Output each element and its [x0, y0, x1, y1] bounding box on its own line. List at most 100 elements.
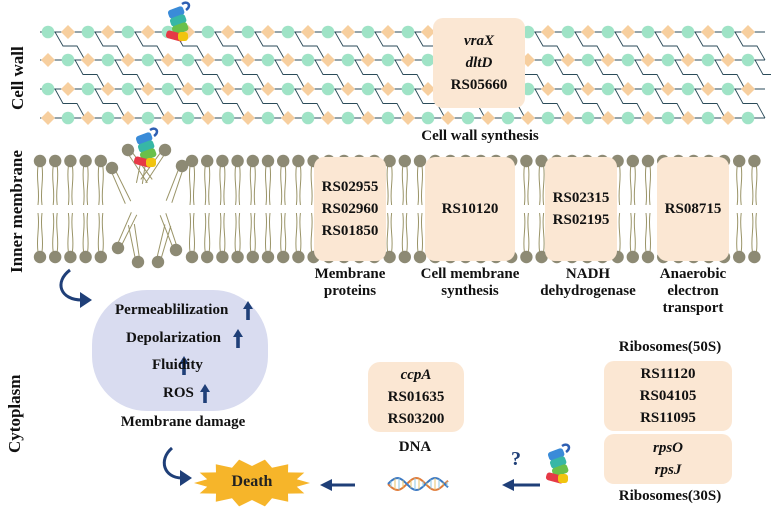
lipid-head — [626, 250, 639, 264]
wall-diamond — [201, 111, 215, 125]
wall-diamond — [441, 111, 455, 125]
lipid-head — [733, 250, 746, 264]
wall-crosslink — [374, 88, 406, 119]
ribosome-50s-title: Ribosomes(50S) — [618, 339, 722, 355]
wall-circle — [381, 53, 395, 67]
lipid-tail — [159, 225, 172, 263]
lipid-tail — [115, 212, 132, 248]
wall-diamond — [561, 111, 575, 125]
lipid-tail — [280, 212, 283, 253]
wall-crosslink — [234, 59, 266, 90]
lipid-tail — [155, 224, 166, 262]
wall-diamond — [201, 53, 215, 67]
wall-crosslink — [334, 88, 366, 119]
peptide-icon-cytoplasm — [545, 443, 571, 484]
gene-rpsj: rpsJ — [654, 462, 682, 478]
caption-anaerobic-electron-transport: Anaerobic electron transport — [659, 266, 727, 316]
lipid-tail — [420, 212, 424, 253]
lipid-tail — [644, 165, 648, 206]
wall-diamond — [381, 82, 395, 96]
peptide-segment — [551, 464, 569, 477]
lipid-tail — [208, 165, 211, 206]
wall-crosslink — [334, 31, 366, 61]
wall-circle — [321, 25, 335, 39]
peptide-segment — [178, 32, 188, 41]
gene-rs02195: RS02195 — [552, 212, 610, 228]
lipid-tail — [52, 212, 55, 253]
wall-circle — [181, 111, 195, 125]
wall-circle — [341, 53, 355, 67]
lipid-tail — [310, 212, 313, 253]
cell-wall-caption: Cell wall synthesis — [421, 128, 539, 144]
wall-diamond — [541, 82, 555, 96]
wall-circle — [61, 53, 75, 67]
wall-diamond — [141, 25, 155, 39]
wall-diamond — [361, 111, 375, 125]
wall-circle — [601, 25, 615, 39]
lipid-head — [131, 255, 145, 269]
wall-diamond — [301, 82, 315, 96]
wall-diamond — [81, 111, 95, 125]
lipid-tail — [36, 212, 40, 253]
lipid-tail — [648, 212, 652, 253]
lipid-head — [383, 154, 396, 168]
damage-ros: ROS — [163, 385, 194, 401]
peptide-icon-membrane — [133, 127, 159, 168]
arrowhead-icon — [502, 479, 514, 491]
caption-nadh-dehydrogenase: NADH dehydrogenase — [540, 266, 636, 299]
wall-circle — [281, 25, 295, 39]
lipid-tail — [284, 212, 287, 253]
lipid-tail — [299, 212, 302, 253]
wall-diamond — [701, 82, 715, 96]
lipid-tail — [390, 165, 393, 206]
lipid-head — [733, 154, 746, 168]
wall-diamond — [321, 111, 335, 125]
dna-strand — [387, 476, 449, 492]
wall-crosslink — [654, 31, 686, 61]
label-cell-wall: Cell wall — [8, 46, 27, 110]
dna-gene-box: ccpA RS01635 RS03200 — [368, 362, 464, 432]
up-arrow-icon — [200, 384, 210, 392]
lipid-tail — [238, 212, 241, 253]
lipid-tail — [113, 166, 132, 202]
lipid-tail — [71, 212, 74, 253]
lipid-tail — [204, 212, 207, 253]
wall-diamond — [681, 111, 695, 125]
wall-diamond — [621, 82, 635, 96]
lipid-tail — [736, 212, 739, 253]
lipid-tail — [86, 165, 89, 206]
wall-diamond — [341, 82, 355, 96]
lipid-head — [121, 143, 135, 157]
wall-diamond — [81, 53, 95, 67]
wall-diamond — [701, 25, 715, 39]
lipid-tail — [386, 165, 389, 206]
caption-cell-membrane-synthesis: Cell membrane synthesis — [420, 266, 520, 299]
wall-crosslink — [694, 31, 726, 61]
wall-diamond — [721, 111, 735, 125]
lipid-tail — [253, 212, 256, 253]
lipid-tail — [188, 165, 192, 206]
wall-diamond — [101, 82, 115, 96]
lipid-head — [246, 250, 259, 264]
membrane-proteins-box: RS02955 RS02960 RS01850 — [314, 157, 386, 261]
wall-diamond — [721, 53, 735, 67]
wall-diamond — [281, 111, 295, 125]
lipid-tail — [127, 224, 137, 263]
wall-diamond — [41, 111, 55, 125]
lipid-tail — [234, 165, 237, 206]
lipid-tail — [109, 168, 126, 204]
wall-circle — [361, 25, 375, 39]
wall-crosslink — [354, 59, 386, 90]
wall-diamond — [261, 82, 275, 96]
wall-circle — [641, 82, 655, 96]
disrupted-lipid — [111, 212, 138, 255]
lipid-head — [748, 154, 761, 168]
wall-crosslink — [414, 88, 446, 119]
lipid-tail — [219, 165, 222, 206]
lipid-tail — [159, 215, 175, 251]
lipid-head — [79, 250, 92, 264]
wall-crosslink — [94, 31, 126, 61]
wall-circle — [421, 111, 435, 125]
wall-diamond — [681, 53, 695, 67]
wall-crosslink — [74, 59, 106, 90]
